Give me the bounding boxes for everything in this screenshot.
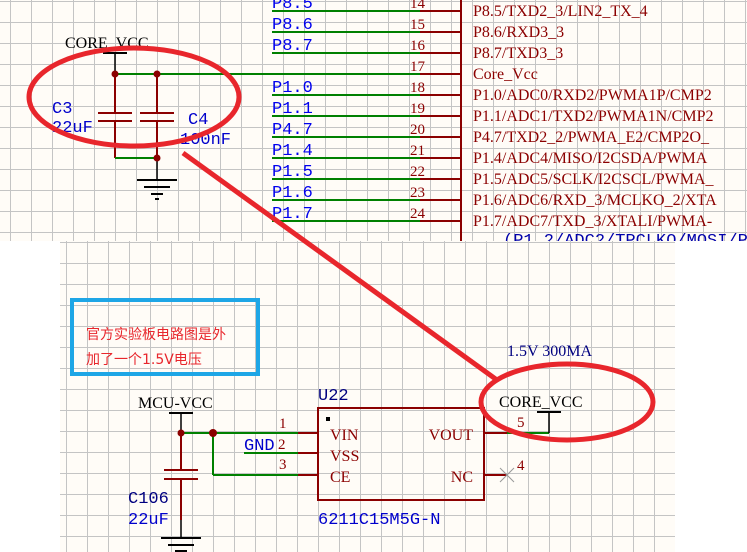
note-line-2: 加了一个1.5V电压	[86, 352, 202, 368]
mcu-pin-name: P1.7/ADC7/TXD_3/XTALI/PWMA-	[473, 213, 712, 230]
mcu-pin-name: P1.6/ADC6/RXD_3/MCLKO_2/XTA	[473, 192, 717, 209]
junction-dot	[111, 70, 119, 78]
mcu-pin-rows: P8.5 14 P8.5/TXD2_3/LIN2_TX_4P8.6 15 P8.6/RX…	[240, 0, 717, 230]
pin-number: 15	[410, 17, 425, 33]
mcu-pin-name: P8.6/RXD3_3	[473, 24, 564, 41]
pin-number: 23	[410, 185, 425, 201]
annotation-note-box: 官方实验板电路图是外 加了一个1.5V电压	[70, 298, 260, 376]
mcu-pin-name: P8.5/TXD2_3/LIN2_TX_4	[473, 3, 648, 20]
net-label: P4.7	[272, 121, 313, 140]
schematic-sheet-bottom	[60, 241, 675, 552]
pin-number: 24	[410, 206, 426, 222]
top-schematic: P8.5 14 P8.5/TXD2_3/LIN2_TX_4P8.6 15 P8.6/RX…	[26, 0, 747, 241]
mcu-pin-name: P1.4/ADC4/MISO/I2CSDA/PWMA	[473, 150, 708, 167]
net-label: P1.4	[272, 142, 313, 161]
pin-number: 16	[410, 38, 426, 54]
mcu-pin-name: Core_Vcc	[473, 66, 538, 83]
mcu-pin-name: P4.7/TXD2_2/PWMA_E2/CMP2O_	[473, 129, 710, 146]
pin-number: 22	[410, 164, 425, 180]
junction-dot	[153, 154, 161, 162]
pin-number: 20	[410, 122, 425, 138]
net-label: P8.6	[272, 16, 313, 35]
mcu-pin-name: P1.0/ADC0/RXD2/PWMA1P/CMP2	[473, 87, 712, 104]
net-label: P1.7	[272, 205, 313, 224]
junction-dot	[153, 70, 161, 78]
net-label: P8.5	[272, 0, 313, 14]
pin-number: 21	[410, 143, 425, 159]
highlight-ellipse-top	[26, 45, 242, 149]
net-label: P8.7	[272, 37, 313, 56]
note-line-1: 官方实验板电路图是外	[86, 327, 226, 343]
cut-off-pin-text: (P1.2/ADC2/TPCLKO/MOSI/PWM	[503, 232, 747, 241]
net-label: P1.5	[272, 163, 313, 182]
mcu-pin-name: P8.7/TXD3_3	[473, 45, 563, 62]
net-label: P1.1	[272, 100, 313, 119]
net-label: P1.6	[272, 184, 313, 203]
mcu-pin-name: P1.5/ADC5/SCLK/I2CSCL/PWMA_	[473, 171, 714, 188]
net-label: P1.0	[272, 79, 313, 98]
pin-number: 17	[410, 59, 426, 75]
mcu-pin-name: P1.1/ADC1/TXD2/PWMA1N/CMP2	[473, 108, 713, 125]
pin-number: 14	[410, 0, 426, 12]
schematic-sheet-top	[0, 0, 747, 241]
c3-ref: C3	[52, 100, 72, 119]
pin-number: 18	[410, 80, 425, 96]
pin-number: 19	[410, 101, 425, 117]
c4-ref: C4	[188, 111, 208, 130]
